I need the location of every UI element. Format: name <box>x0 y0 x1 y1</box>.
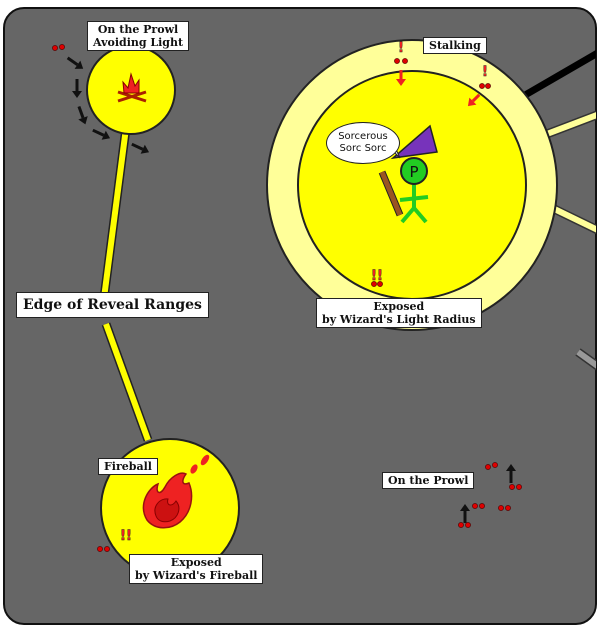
alert-icon: ! <box>482 64 488 80</box>
alert-icon: ! <box>126 528 132 544</box>
speech-bubble: Sorcerous Sorc Sorc <box>326 122 400 164</box>
alert-marks: ! ! ! ! ! ! <box>120 40 489 544</box>
monster-eyes <box>394 58 400 64</box>
fireball-icon <box>142 454 210 529</box>
label-line: Stalking <box>429 39 481 52</box>
prowl-arrows-right <box>460 464 516 523</box>
label-line: Edge of Reveal Ranges <box>23 297 202 313</box>
label-edge-of-reveal-ranges: Edge of Reveal Ranges <box>16 292 209 318</box>
alert-icon: ! <box>377 268 383 284</box>
label-exposed-fireball: Exposed by Wizard's Fireball <box>129 554 264 584</box>
label-exposed-light-radius: Exposed by Wizard's Light Radius <box>316 298 482 328</box>
speech-line-1: Sorcerous <box>338 131 388 142</box>
label-line: Exposed <box>373 300 425 313</box>
wizard-hat <box>390 124 438 160</box>
monster-eyes <box>472 503 478 509</box>
alert-icon: ! <box>371 268 377 284</box>
label-line: Fireball <box>104 460 152 473</box>
connector-campfire-fill <box>101 127 129 299</box>
beam-grey-fill <box>576 349 596 378</box>
label-fireball: Fireball <box>98 458 158 475</box>
monster-eyes <box>479 83 485 89</box>
label-on-the-prowl: On the Prowl <box>382 472 475 489</box>
label-line: by Wizard's Light Radius <box>322 313 476 326</box>
beam-black <box>518 36 596 102</box>
label-line: Avoiding Light <box>93 36 184 49</box>
label-line: On the Prowl <box>388 474 469 487</box>
wizard-letter: P <box>409 163 418 181</box>
monster-eyes <box>97 546 103 552</box>
label-prowl-avoiding-light: On the Prowl Avoiding Light <box>87 21 190 51</box>
monster-eyes-group <box>52 44 522 552</box>
monster-eyes <box>371 281 377 287</box>
wizard-figure: P <box>378 124 438 224</box>
wizard-head <box>400 157 428 185</box>
connector-fireball-fill <box>103 322 151 442</box>
monster-eyes <box>509 484 515 490</box>
speech-line-2: Sorc Sorc <box>339 143 387 154</box>
campfire-icon <box>117 72 147 103</box>
monster-eyes <box>485 464 491 470</box>
alert-icon: ! <box>120 528 126 544</box>
label-line: by Wizard's Fireball <box>135 569 258 582</box>
monster-eyes <box>52 45 58 51</box>
stalking-arrows <box>396 70 481 107</box>
monster-eyes <box>458 522 464 528</box>
monster-eyes <box>498 505 504 511</box>
alert-icon: ! <box>398 40 404 56</box>
label-stalking: Stalking <box>423 37 487 54</box>
prowl-arrows-left <box>66 56 150 154</box>
label-line: On the Prowl <box>97 23 179 36</box>
label-line: Exposed <box>170 556 222 569</box>
